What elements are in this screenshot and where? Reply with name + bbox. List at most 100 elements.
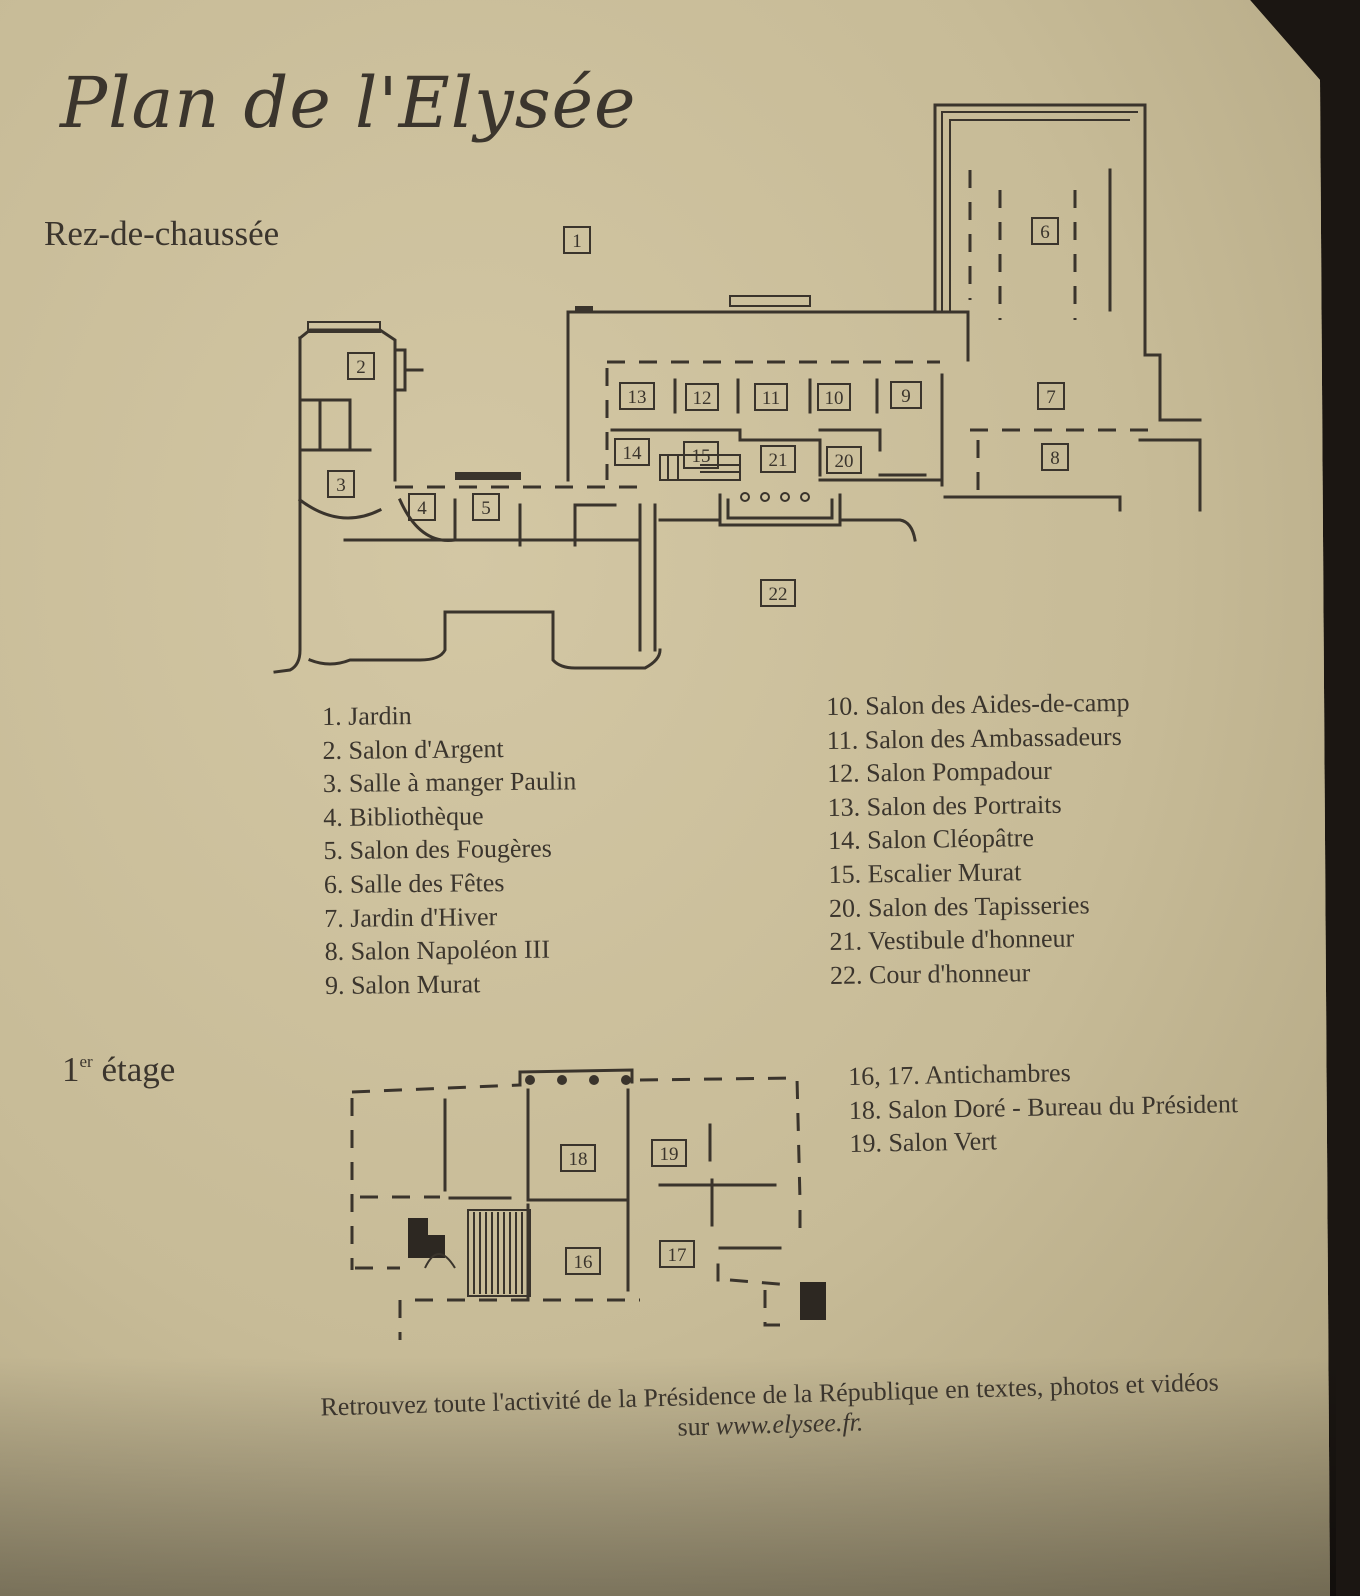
room-number: 12 (693, 388, 712, 409)
legend-item: 7. Jardin d'Hiver (324, 901, 498, 933)
legend-item: 4. Bibliothèque (323, 801, 484, 832)
room-number: 2 (356, 357, 366, 378)
room-number: 4 (417, 498, 427, 519)
room-box (1041, 443, 1069, 471)
room-box (1037, 382, 1065, 410)
legend-item: 8. Salon Napoléon III (324, 934, 551, 967)
ground-floor-legend-left: 1. Jardin 2. Salon d'Argent 3. Salle à m… (322, 697, 579, 1002)
room-number: 8 (1050, 448, 1060, 469)
first-floor-heading: 1er étage (62, 1050, 175, 1090)
room-box (1031, 217, 1059, 245)
room-box (408, 493, 436, 521)
gallery-portico (455, 472, 521, 480)
legend-item: 22. Cour d'honneur (829, 957, 1031, 990)
footer-website-link[interactable]: www.elysee.fr. (715, 1407, 864, 1441)
room-7: 7 (1037, 382, 1065, 410)
room-number: 21 (769, 450, 788, 471)
room-box (472, 493, 500, 521)
ground-floor-plan: 1 2 3 4 5 6 7 8 9 10 11 12 13 14 15 20 2… (273, 103, 1202, 674)
west-wing-inner-walls (298, 348, 424, 452)
room-box (760, 445, 796, 473)
first-floor-heading-text: étage (92, 1050, 176, 1089)
west-wing-lower (297, 497, 642, 547)
room-box (614, 438, 650, 466)
ground-floor-legend-right: 10. Salon des Aides-de-camp 11. Salon de… (826, 686, 1133, 993)
east-wing-lower (943, 438, 1202, 512)
west-wing-walls (273, 328, 397, 674)
room-box (327, 470, 355, 498)
room-1: 1 (563, 226, 591, 254)
room-number: 6 (1040, 222, 1050, 243)
column (800, 492, 810, 502)
room-box (563, 226, 591, 254)
page-title: Plan de l'Elysée (60, 62, 637, 144)
room-number: 13 (628, 387, 647, 408)
room-number: 22 (769, 584, 788, 605)
room-number: 7 (1046, 387, 1056, 408)
legend-item: 3. Salle à manger Paulin (322, 766, 577, 799)
first-floor-legend: 16, 17. Antichambres 18. Salon Doré - Bu… (848, 1053, 1239, 1161)
room-number: 5 (481, 498, 491, 519)
ground-floor-heading: Rez-de-chaussée (44, 214, 280, 253)
room-number: 3 (336, 475, 346, 496)
room-5: 5 (472, 493, 500, 521)
legend-item: 6. Salle des Fêtes (323, 868, 505, 899)
west-wing-portico (307, 321, 381, 333)
main-portico (729, 295, 811, 307)
room-4: 4 (408, 493, 436, 521)
room-15: 15 (683, 441, 719, 469)
main-portico-left (575, 306, 593, 312)
first-floor-heading-ordinal: er (79, 1052, 93, 1071)
room-22: 22 (760, 579, 796, 607)
room-6: 6 (1031, 217, 1059, 245)
room-number: 14 (623, 443, 643, 464)
west-wing-base (308, 610, 662, 670)
room-2: 2 (347, 352, 375, 380)
room-number: 10 (825, 388, 844, 409)
room-9: 9 (890, 381, 922, 409)
room-box (890, 381, 922, 409)
footer-prefix: sur (677, 1411, 717, 1442)
legend-item: 5. Salon des Fougères (323, 833, 552, 866)
room-12: 12 (685, 383, 719, 411)
legend-item: 15. Escalier Murat (828, 857, 1022, 889)
room-11: 11 (754, 383, 788, 411)
connector-walls (573, 503, 657, 652)
enfilade-lower (610, 428, 942, 482)
room-box (826, 446, 862, 474)
room-13: 13 (619, 382, 655, 410)
room-number: 20 (835, 451, 854, 472)
legend-item: 1. Jardin (322, 701, 412, 731)
room-10: 10 (817, 383, 851, 411)
room-number: 9 (901, 386, 911, 407)
legend-item: 20. Salon des Tapisseries (828, 889, 1090, 923)
legend-item: 10. Salon des Aides-de-camp (826, 687, 1130, 721)
column (760, 492, 770, 502)
court-walls (658, 518, 917, 542)
room-box (817, 383, 851, 411)
room-8: 8 (1041, 443, 1069, 471)
stair-block (659, 454, 741, 481)
room-number: 1 (572, 231, 582, 252)
legend-item: 11. Salon des Ambassadeurs (826, 721, 1122, 755)
room-number: 11 (762, 388, 780, 409)
first-floor-heading-number: 1 (62, 1050, 80, 1089)
room-box (347, 352, 375, 380)
legend-item: 9. Salon Murat (324, 969, 481, 1000)
room-box (685, 383, 719, 411)
room-3: 3 (327, 470, 355, 498)
legend-item: 2. Salon d'Argent (322, 733, 504, 765)
room-20: 20 (826, 446, 862, 474)
legend-item: 14. Salon Cléopâtre (827, 823, 1035, 856)
main-building-double-wall (941, 111, 1138, 312)
main-building-walls (566, 103, 1202, 482)
legend-item: 13. Salon des Portraits (827, 789, 1062, 822)
legend-item: 18. Salon Doré - Bureau du Président (848, 1088, 1239, 1125)
legend-item: 21. Vestibule d'honneur (829, 923, 1075, 957)
room-21: 21 (760, 445, 796, 473)
room-14: 14 (614, 438, 650, 466)
room-number: 15 (692, 446, 711, 467)
legend-item: 12. Salon Pompadour (826, 756, 1052, 789)
stair-treads (667, 455, 740, 480)
